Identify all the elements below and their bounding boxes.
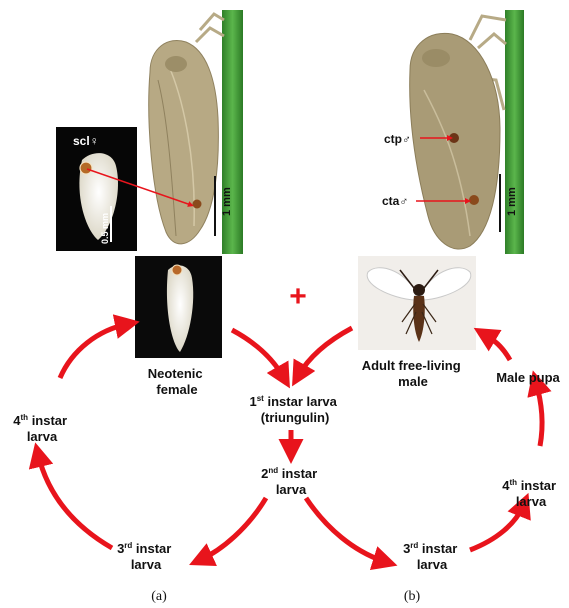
larva4a-label: 4th instar larva xyxy=(13,413,70,444)
caption-b: (b) xyxy=(404,589,421,604)
arrow-female-to-larva1 xyxy=(232,330,284,378)
neotenic-female-photo xyxy=(135,256,222,358)
arrow-larva2-to-larva3a xyxy=(200,498,266,560)
scale-label-male: 1 mm xyxy=(506,187,518,216)
scl-spot xyxy=(80,162,92,174)
arrow-pupa-to-adult xyxy=(484,334,510,360)
arrow-larva4a-to-female xyxy=(60,324,128,378)
arrow-larva2-to-larva3b xyxy=(306,498,386,562)
plant-stem xyxy=(222,10,243,254)
adult-male-label: Adult free-living male xyxy=(362,358,465,389)
arrow-larva3b-to-larva4b xyxy=(470,504,524,550)
cta-label: cta♂ xyxy=(382,194,408,208)
strepsipteran-female-spot xyxy=(193,200,202,209)
larva3a-label: 3rd instar larva xyxy=(117,541,175,572)
adult-male-photo xyxy=(358,256,476,350)
cta-spot xyxy=(469,195,479,205)
caption-a: (a) xyxy=(151,589,167,604)
arrow-larva3a-to-larva4a xyxy=(38,454,112,548)
plant-stem-male xyxy=(505,10,524,254)
female-host-photo: 1 mm xyxy=(127,10,249,254)
neotenic-female-label: Neotenic female xyxy=(148,366,207,397)
female-insert-photo: scl♀ 0.5 mm xyxy=(56,127,137,251)
arrow-larva4b-to-pupa xyxy=(536,382,542,446)
larva2-label: 2nd instar larva xyxy=(261,466,321,497)
plus-sign: + xyxy=(289,280,307,313)
scl-label: scl♀ xyxy=(73,134,99,148)
ctp-spot xyxy=(449,133,459,143)
larva3b-label: 3rd instar larva xyxy=(403,541,461,572)
arrow-male-to-larva1 xyxy=(298,328,352,376)
male-host-photo: 1 mm xyxy=(392,10,524,254)
scale-label-female: 1 mm xyxy=(221,187,233,216)
larva4b-label: 4th instar larva xyxy=(502,478,559,509)
ctp-label: ctp♂ xyxy=(384,132,411,146)
scale-label-insert: 0.5 mm xyxy=(100,213,110,244)
male-pupa-label: Male pupa xyxy=(496,370,560,385)
larva1-label: 1st instar larva (triungulin) xyxy=(250,394,341,425)
